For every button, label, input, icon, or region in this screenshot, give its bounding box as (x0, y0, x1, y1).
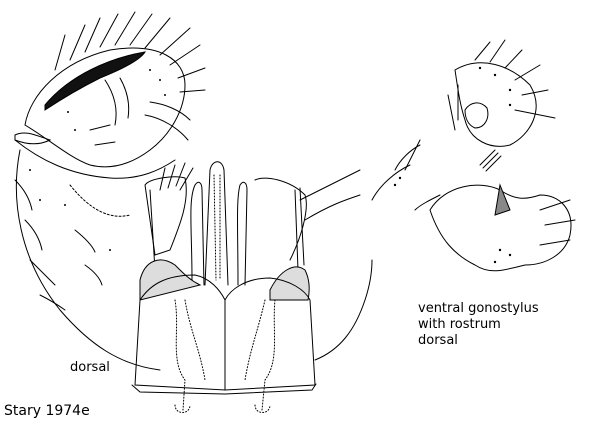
sternite-plate (131, 259, 373, 413)
main-view-label: dorsal (70, 360, 110, 375)
inset-caption-line-1: ventral gonostylus (418, 301, 539, 316)
inset-caption: ventral gonostylus with rostrum dorsal (418, 301, 539, 349)
left-gonocoxite (139, 162, 202, 301)
right-gonocoxite (254, 169, 361, 301)
inset-caption-line-2: with rostrum (418, 317, 501, 332)
source-credit: Stary 1974e (4, 403, 90, 419)
inset-caption-line-3: dorsal (418, 333, 458, 348)
ventral-gonostylus-inset (371, 39, 576, 272)
aedeagus (190, 161, 248, 286)
tergite-lobe (14, 11, 206, 371)
